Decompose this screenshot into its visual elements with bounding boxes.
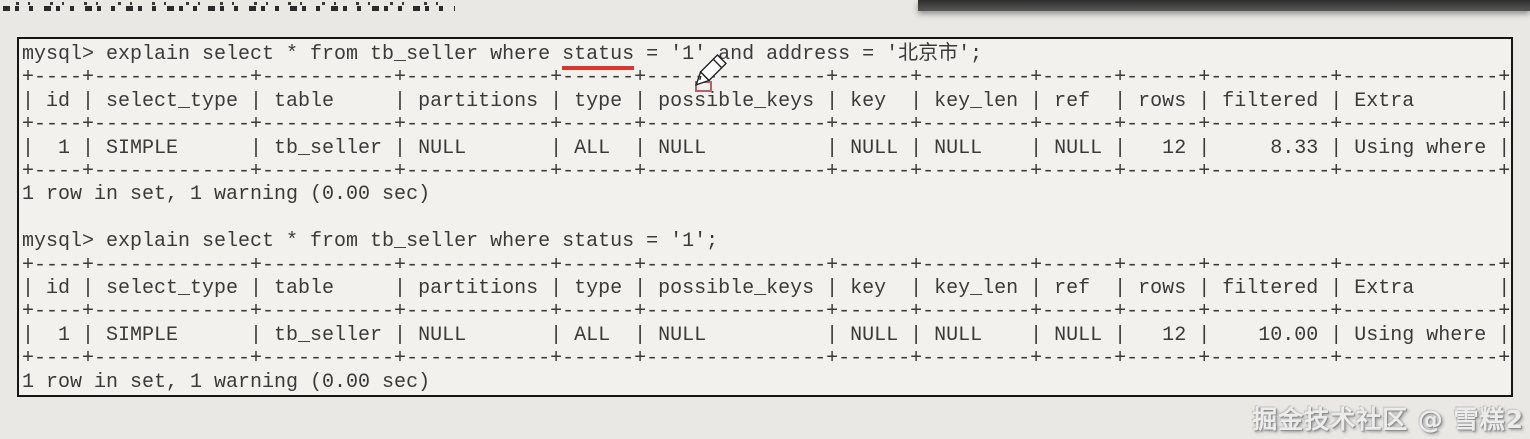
ascii-separator: +----+-------------+-----------+--------… xyxy=(22,113,1511,137)
table-row-line: | 1 | SIMPLE | tb_seller | NULL | ALL | … xyxy=(22,136,1511,160)
table-header-line: | id | select_type | table | partitions … xyxy=(22,89,1511,113)
query1-after: = '1' and address = '北京市'; xyxy=(634,43,983,66)
result-status-line: 1 row in set, 1 warning (0.00 sec) xyxy=(22,183,431,207)
result-status-line: 1 row in set, 1 warning (0.00 sec) xyxy=(22,370,431,394)
window-bottom-edge-fragment xyxy=(918,0,1530,11)
pencil-cursor-icon xyxy=(695,54,727,86)
cropped-glyph-bottoms xyxy=(3,6,455,11)
mysql-terminal-output[interactable]: mysql> explain select * from tb_seller w… xyxy=(17,37,1513,397)
watermark-text: 掘金技术社区 @ 雪糕2 xyxy=(1252,405,1524,434)
blank-line xyxy=(22,207,1511,230)
ascii-separator: +----+-------------+-----------+--------… xyxy=(22,300,1511,324)
cropped-heading-text xyxy=(3,0,455,13)
query1-before: mysql> explain select * from tb_seller w… xyxy=(22,43,563,66)
table-row-line: | 1 | SIMPLE | tb_seller | NULL | ALL | … xyxy=(22,323,1511,347)
ascii-separator: +----+-------------+-----------+--------… xyxy=(22,160,1511,184)
query-line-1: mysql> explain select * from tb_seller w… xyxy=(22,43,1511,70)
table-header-line: | id | select_type | table | partitions … xyxy=(22,277,1511,301)
ascii-separator: +----+-------------+-----------+--------… xyxy=(22,66,1511,90)
cropped-glyph-bottoms xyxy=(7,2,441,5)
ascii-separator: +----+-------------+-----------+--------… xyxy=(22,347,1511,371)
query1-underlined-status: status xyxy=(562,43,635,70)
query-line-2: mysql> explain select * from tb_seller w… xyxy=(22,230,719,254)
ascii-separator: +----+-------------+-----------+--------… xyxy=(22,253,1511,277)
